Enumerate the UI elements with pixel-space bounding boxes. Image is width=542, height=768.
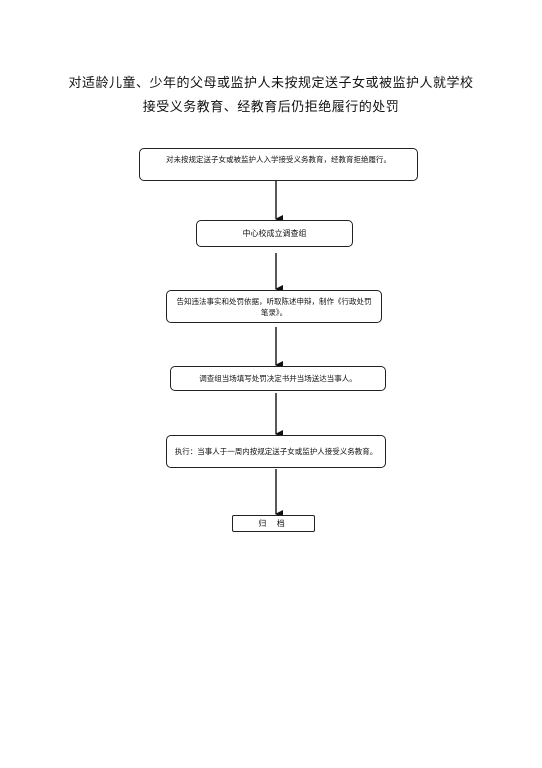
step-label: 执行：当事人于一周内按规定送子女或监护人接受义务教育。 [174,447,378,456]
step-label: 对未按规定送子女或被监护人入学接受义务教育，经教育拒绝履行。 [166,155,391,164]
step-label: 调查组当场填写处罚决定书并当场送达当事人。 [199,374,357,383]
step-label: 中心校成立调查组 [242,229,307,238]
step-label: 告知违法事实和处罚依据，听取陈述申辩，制作《行政处罚笔录》。 [176,296,372,317]
step-label: 归 档 [258,519,289,528]
step-box-decision: 调查组当场填写处罚决定书并当场送达当事人。 [170,366,386,391]
step-box-notify-hearing: 告知违法事实和处罚依据，听取陈述申辩，制作《行政处罚笔录》。 [166,290,382,323]
step-box-investigation-team: 中心校成立调查组 [196,220,353,247]
step-box-execution: 执行：当事人于一周内按规定送子女或监护人接受义务教育。 [166,435,386,468]
step-box-archive: 归 档 [232,515,315,532]
step-box-violation: 对未按规定送子女或被监护人入学接受义务教育，经教育拒绝履行。 [139,148,418,181]
flowchart-title-line1: 对适龄儿童、少年的父母或监护人未按规定送子女或被监护人就学校 [68,76,474,91]
flowchart-title-line2: 接受义务教育、经教育后仍拒绝履行的处罚 [142,100,400,115]
